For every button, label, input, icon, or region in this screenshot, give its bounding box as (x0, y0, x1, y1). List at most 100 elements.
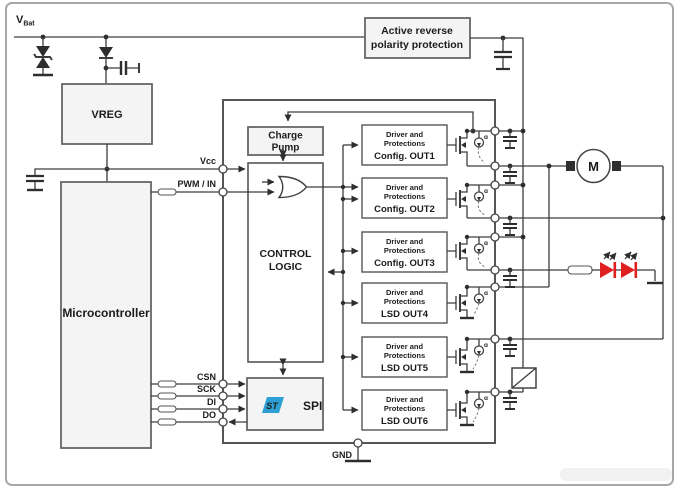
driver-out4-line3: LSD OUT4 (381, 309, 429, 320)
driver-out6-line2: Protections (384, 404, 425, 413)
mosfet-cell-out2: ɑ (447, 182, 491, 219)
csn-series-resistor-icon (157, 380, 177, 388)
led2-icon (621, 262, 635, 278)
sck-label: SCK (197, 384, 217, 394)
watermark (560, 468, 672, 481)
driver-out1-line3: Config. OUT1 (374, 151, 435, 162)
gnd-wire: GND (332, 447, 371, 463)
mosfet-cell-out5: ɑ (447, 336, 491, 374)
cap-row-392 (503, 392, 517, 410)
ic-pins (218, 126, 500, 448)
driver-out5-line1: Driver and (386, 342, 424, 351)
vbat-rail: VBat (14, 14, 365, 40)
driver-out4-line1: Driver and (386, 288, 424, 297)
led-series-resistor-icon (567, 265, 593, 275)
sck-series-resistor-icon (157, 392, 177, 400)
pin-out4 (490, 282, 500, 292)
csn-label: CSN (197, 372, 216, 382)
vcc-wire: Vcc (200, 156, 246, 173)
driver-out3-line2: Protections (384, 246, 425, 255)
pin-out2 (490, 213, 500, 223)
pin-sck (218, 391, 228, 401)
driver-out1-line1: Driver and (386, 130, 424, 139)
st-logo-text: ST (266, 401, 279, 411)
vreg-input-capacitor-icon (106, 61, 140, 75)
pin-pwm (218, 187, 228, 197)
mosfet-cell-out1: ɑ (447, 128, 491, 167)
led-load (567, 251, 663, 285)
mosfet-cell-out4: ɑ (447, 284, 491, 320)
page-border (5, 2, 674, 486)
st-logo: ST (262, 397, 284, 413)
driver-out2-block (361, 177, 448, 219)
pin-vs2 (490, 180, 500, 190)
sense-glyph-out3: ɑ (484, 240, 488, 247)
pin-out5 (490, 334, 500, 344)
mosfet-cell-out3: ɑ (447, 234, 491, 271)
driver-out4-block (361, 282, 448, 324)
sense-glyph-out4: ɑ (484, 290, 488, 297)
relay-icon (511, 367, 537, 392)
pin-vs3 (490, 232, 500, 242)
series-diode-icon (99, 37, 113, 84)
control-logic-label-1: CONTROL (260, 248, 312, 260)
pin-vcc (218, 164, 228, 174)
vcc-node-wires (104, 144, 219, 182)
protected-supply-rail (470, 35, 524, 368)
led1-icon (600, 262, 614, 278)
charge-pump-label-1: Charge (268, 131, 303, 142)
tvs-diode-icon (33, 37, 53, 77)
di-label: DI (207, 397, 216, 407)
pin-out6 (490, 387, 500, 397)
pin-out1 (490, 161, 500, 171)
microcontroller-block (60, 181, 152, 449)
pwm-series-resistor-icon (157, 188, 177, 196)
charge-pump-block (247, 126, 324, 156)
sense-glyph-out2: ɑ (484, 188, 488, 195)
driver-out2-line2: Protections (384, 192, 425, 201)
cap-row-166 (503, 166, 517, 184)
reverse-polarity-label-1: Active reverse (381, 25, 453, 37)
reverse-polarity-block (364, 17, 471, 59)
vreg-label: VREG (91, 109, 122, 121)
pin-csn (218, 379, 228, 389)
do-label: DO (203, 410, 217, 420)
cap-row-339 (503, 339, 517, 357)
driver-out1-block (361, 124, 448, 166)
driver-blocks: Driver and Protections Config. OUT1 Driv… (361, 124, 448, 431)
pin-gnd (353, 438, 363, 448)
control-logic-label-2: LOGIC (269, 261, 303, 273)
pin-di (218, 404, 228, 414)
or-gate-icon (262, 175, 343, 199)
spi-block (246, 377, 324, 431)
spi-label: SPI (303, 399, 322, 413)
sense-glyph-out6: ɑ (484, 395, 488, 402)
pwm-wire: PWM / IN (151, 179, 275, 196)
driver-out6-line1: Driver and (386, 395, 424, 404)
output-row-wires (499, 128, 666, 395)
driver-out3-block (361, 231, 448, 273)
driver-out6-line3: LSD OUT6 (381, 416, 428, 427)
driver-out5-line2: Protections (384, 351, 425, 360)
vcc-label: Vcc (200, 156, 216, 166)
microcontroller-label: Microcontroller (62, 306, 150, 320)
driver-out4-line2: Protections (384, 297, 425, 306)
mcu-bypass-capacitor-icon (26, 168, 107, 192)
driver-out3-line3: Config. OUT3 (374, 258, 435, 269)
sense-glyph-out5: ɑ (484, 342, 488, 349)
driver-out1-line2: Protections (384, 139, 425, 148)
pin-vs1 (490, 126, 500, 136)
driver-out2-line3: Config. OUT2 (374, 204, 435, 215)
mosfet-cell-out6: ɑ (447, 389, 491, 427)
cap-row-131 (503, 131, 517, 149)
cap-row-218 (503, 218, 517, 236)
sense-glyph-out1: ɑ (484, 134, 488, 141)
output-capacitor-icons (503, 131, 517, 410)
vbat-label: VBat (16, 14, 35, 28)
motor-icon: M (566, 148, 621, 184)
pwm-label: PWM / IN (178, 179, 217, 189)
driver-out2-line1: Driver and (386, 183, 424, 192)
di-series-resistor-icon (157, 405, 177, 413)
gnd-label: GND (332, 450, 353, 460)
